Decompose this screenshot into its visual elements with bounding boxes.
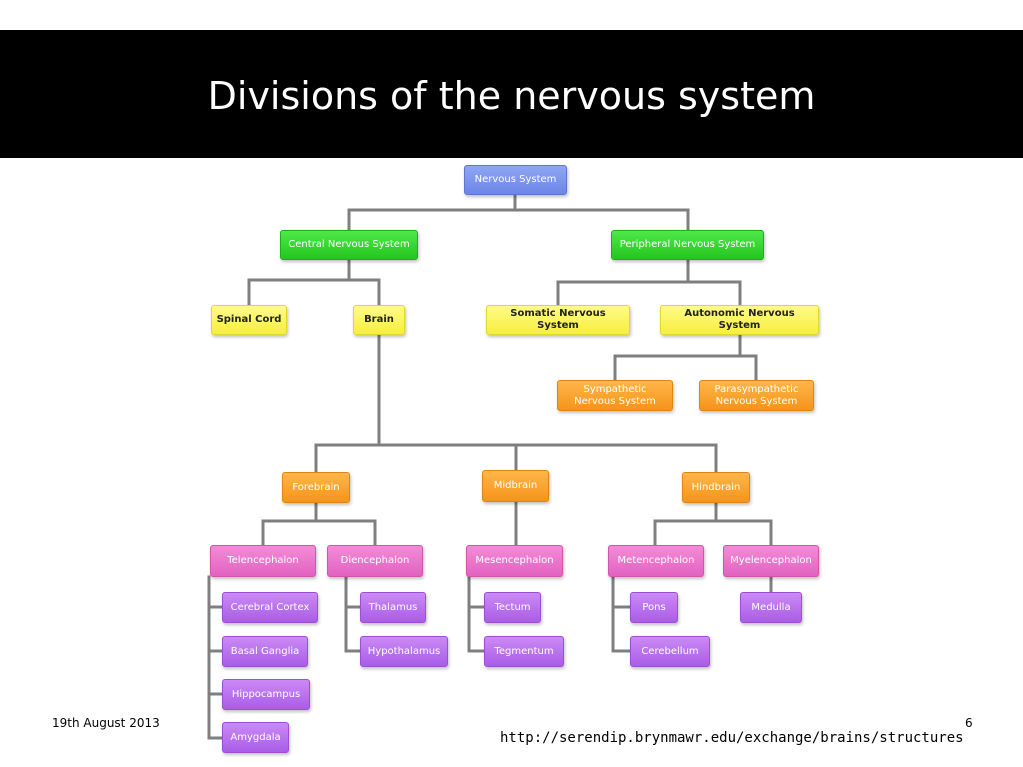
sympathetic-label-line1: Sympathetic	[583, 383, 647, 395]
connector-forebrain	[261, 501, 377, 547]
somatic-nervous-system-node: Somatic Nervous System	[486, 305, 630, 335]
tectum-node: Tectum	[484, 592, 541, 623]
pons-node: Pons	[630, 592, 678, 623]
connector-diencephalon	[344, 575, 362, 653]
parasympathetic-nervous-system-node: Parasympathetic Nervous System	[699, 380, 814, 411]
connector-brain	[314, 333, 718, 474]
hypothalamus-node: Hypothalamus	[360, 636, 448, 667]
thalamus-node: Thalamus	[360, 592, 426, 623]
medulla-node: Medulla	[740, 592, 802, 623]
central-nervous-system-node: Central Nervous System	[280, 230, 418, 260]
sympathetic-label-line2: Nervous System	[574, 395, 656, 407]
hippocampus-node: Hippocampus	[222, 679, 310, 710]
sympathetic-nervous-system-node: Sympathetic Nervous System	[557, 380, 673, 411]
myelencephalon-node: Myelencephalon	[723, 545, 819, 577]
parasympathetic-label-line1: Parasympathetic	[714, 383, 799, 395]
title-bar	[0, 30, 1023, 158]
basal-ganglia-node: Basal Ganglia	[222, 636, 308, 667]
connector-autonomic	[613, 333, 758, 382]
nervous-system-node: Nervous System	[464, 165, 567, 195]
connector-metencephalon	[611, 575, 632, 653]
hindbrain-node: Hindbrain	[682, 472, 750, 503]
midbrain-node: Midbrain	[482, 470, 549, 502]
slide-page-number: 6	[965, 716, 973, 730]
connector-hindbrain	[653, 501, 773, 547]
connector-mesencephalon	[467, 575, 486, 653]
mesencephalon-node: Mesencephalon	[466, 545, 563, 577]
connector-cns	[247, 258, 381, 307]
autonomic-nervous-system-node: Autonomic Nervous System	[660, 305, 819, 335]
spinal-cord-node: Spinal Cord	[211, 305, 287, 335]
peripheral-nervous-system-node: Peripheral Nervous System	[611, 230, 764, 260]
telencephalon-node: Telencephalon	[210, 545, 316, 577]
brain-node: Brain	[353, 305, 405, 335]
slide-date: 19th August 2013	[52, 716, 160, 730]
cerebellum-node: Cerebellum	[630, 636, 710, 667]
source-url: http://serendip.brynmawr.edu/exchange/br…	[500, 730, 964, 746]
forebrain-node: Forebrain	[282, 472, 350, 503]
amygdala-node: Amygdala	[222, 722, 289, 753]
connector-pns	[556, 258, 742, 307]
diencephalon-node: Diencephalon	[327, 545, 423, 577]
parasympathetic-label-line2: Nervous System	[715, 395, 798, 407]
cerebral-cortex-node: Cerebral Cortex	[222, 592, 318, 623]
slide-title: Divisions of the nervous system	[207, 74, 816, 118]
tegmentum-node: Tegmentum	[484, 636, 564, 667]
connector-nervous-system	[347, 192, 690, 232]
connector-telencephalon	[207, 575, 224, 740]
metencephalon-node: Metencephalon	[608, 545, 704, 577]
